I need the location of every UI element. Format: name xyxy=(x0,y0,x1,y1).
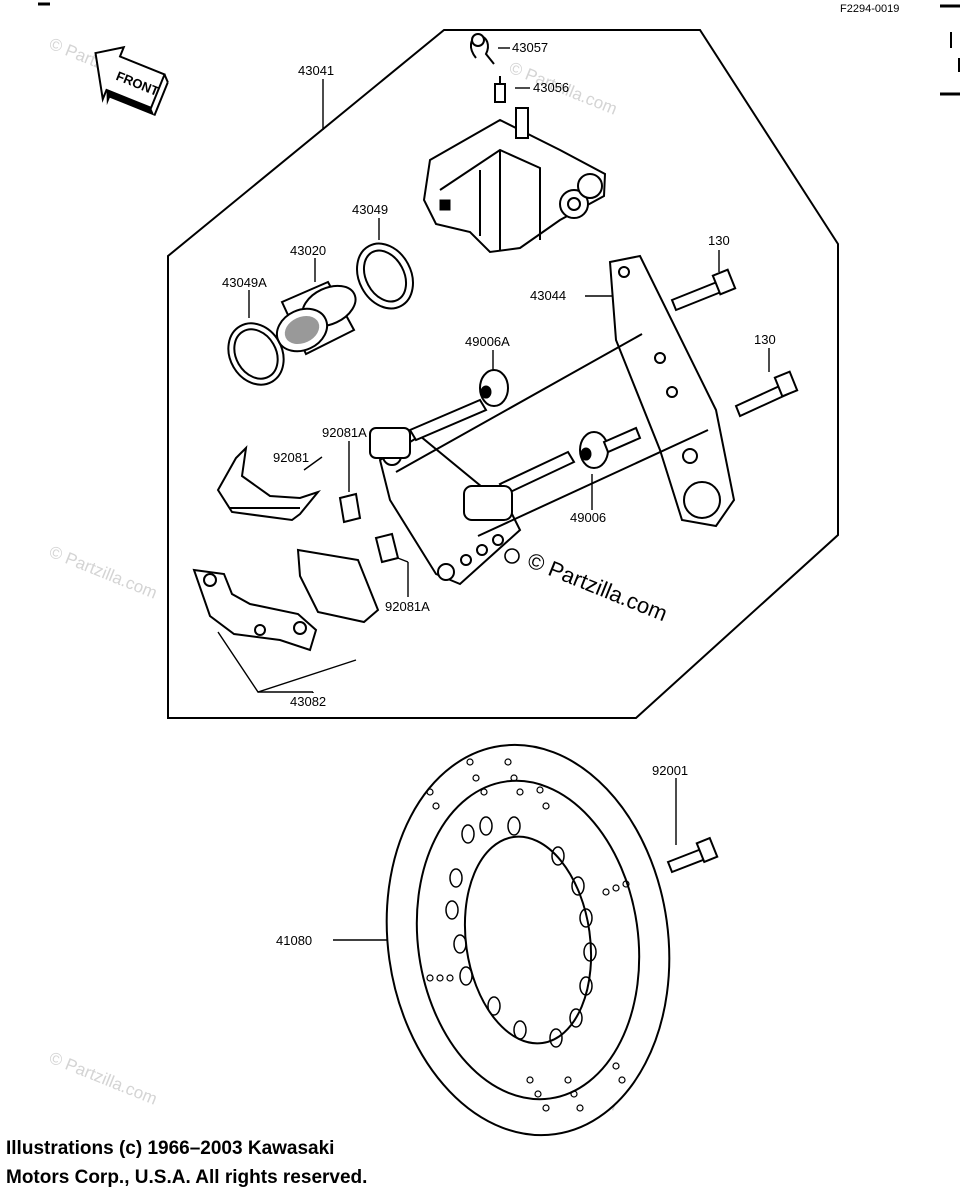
label-43049: 43049 xyxy=(352,202,388,217)
part-130-bolt-upper[interactable] xyxy=(670,268,737,312)
label-49006: 49006 xyxy=(570,510,606,525)
part-92081A-pad-clip-lower[interactable] xyxy=(374,532,400,564)
part-43044-caliper-bracket[interactable] xyxy=(378,254,736,586)
part-43049A-dust-seal[interactable] xyxy=(217,313,294,394)
label-43057: 43057 xyxy=(512,40,548,55)
label-41080: 41080 xyxy=(276,933,312,948)
part-43056-bleeder-valve[interactable] xyxy=(494,76,506,103)
label-43041: 43041 xyxy=(298,63,334,78)
label-92081A-upper: 92081A xyxy=(322,425,367,440)
label-130-upper: 130 xyxy=(708,233,730,248)
front-arrow: FRONT xyxy=(94,45,169,117)
part-92001-disc-bolt[interactable] xyxy=(666,836,719,874)
label-43020: 43020 xyxy=(290,243,326,258)
watermark-text: © Partzilla.com xyxy=(47,1048,160,1109)
part-92081-pad-spring[interactable] xyxy=(216,445,321,522)
caliper-assembly-outline xyxy=(167,29,839,719)
part-43020-piston[interactable] xyxy=(270,278,362,359)
part-43082-brake-pads[interactable] xyxy=(192,548,380,652)
part-43057-bleeder-cap[interactable] xyxy=(470,33,495,65)
part-labels: 43057 43056 43041 43049 43020 43049A 430… xyxy=(222,40,776,948)
watermark-main: © Partzilla.com xyxy=(524,547,671,626)
label-92081A-lower: 92081A xyxy=(385,599,430,614)
copyright-line: Motors Corp., U.S.A. All rights reserved… xyxy=(6,1167,368,1188)
label-49006A: 49006A xyxy=(465,334,510,349)
part-43049-piston-seal[interactable] xyxy=(346,234,424,318)
disc-small-holes xyxy=(426,758,630,1112)
label-43044: 43044 xyxy=(530,288,566,303)
part-49006A-slide-pin-boot[interactable] xyxy=(408,369,509,442)
copyright-notice: Illustrations (c) 1966–2003 Kawasaki Mot… xyxy=(6,1134,367,1192)
figure-ref: F2294-0019 xyxy=(840,3,899,15)
corner-marks xyxy=(38,2,960,96)
part-43041-caliper-body[interactable] xyxy=(422,107,607,254)
label-43082: 43082 xyxy=(290,694,326,709)
label-130-lower: 130 xyxy=(754,332,776,347)
part-92081A-pad-clip-upper[interactable] xyxy=(338,492,362,524)
label-92081: 92081 xyxy=(273,450,309,465)
partzilla-watermark: © Partzilla.com xyxy=(504,547,671,626)
label-43056: 43056 xyxy=(533,80,569,95)
part-130-bolt-lower[interactable] xyxy=(734,370,799,418)
part-49006-slide-pin-boot[interactable] xyxy=(498,426,642,496)
disc-holes xyxy=(445,816,597,1048)
slide-pins xyxy=(369,427,513,521)
part-41080-brake-disc[interactable] xyxy=(362,726,694,1153)
label-92001: 92001 xyxy=(652,763,688,778)
label-43049A: 43049A xyxy=(222,275,267,290)
leader-lines xyxy=(217,47,770,941)
watermark-text: © Partzilla.com xyxy=(47,542,160,603)
copyright-line: Illustrations (c) 1966–2003 Kawasaki xyxy=(6,1138,335,1159)
